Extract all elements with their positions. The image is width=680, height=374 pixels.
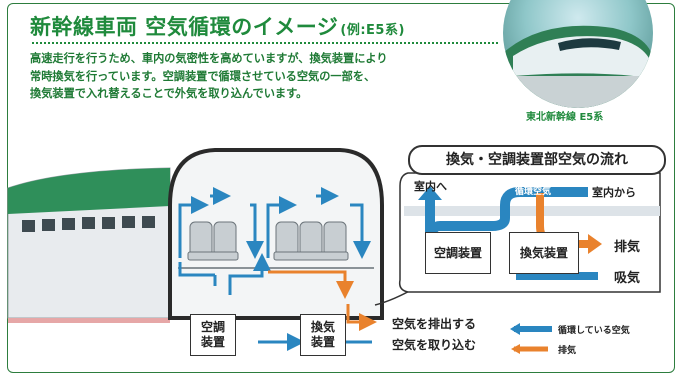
legend-circulating-label: 循環している空気	[558, 326, 630, 336]
flow-detail-title: 換気・空調装置部空気の流れ	[408, 145, 666, 175]
title-main: 新幹線車両 空気循環のイメージ	[30, 15, 339, 39]
page-title: 新幹線車両 空気循環のイメージ(例:E5系)	[30, 11, 405, 41]
circulating-air-label: 循環空気	[515, 187, 552, 197]
description: 高速走行を行うため、車内の気密性を高めていますが、換気装置により 常時換気を行っ…	[30, 50, 500, 103]
title-subtitle: (例:E5系)	[340, 23, 405, 38]
title-divider	[32, 42, 498, 44]
cabin-exhaust-path	[268, 270, 377, 331]
intake-description: 空気を取り込む	[392, 338, 477, 352]
legend-exhaust-label: 排気	[558, 346, 577, 356]
exhaust-description: 空気を排出する	[392, 317, 477, 331]
cabin-air-loops	[178, 187, 371, 351]
description-line-3: 換気装置で入れ替えることで外気を取り込んでいます。	[30, 87, 308, 100]
intake-label: 吸気	[614, 271, 641, 286]
to-cabin-label: 室内へ	[414, 180, 447, 193]
flow-ventilation-unit: 換気装置	[509, 232, 579, 274]
description-line-2: 常時換気を行っています。空調装置で循環させている空気の一部を、	[30, 69, 376, 83]
cabin-aircon-unit: 空調 装置	[190, 314, 236, 356]
seats	[187, 221, 349, 261]
legend-arrows	[510, 323, 552, 354]
description-line-1: 高速走行を行うため、車内の気密性を高めていますが、換気装置により	[30, 52, 388, 65]
exhaust-label: 排気	[614, 240, 641, 255]
train-side-body	[7, 167, 171, 323]
cabin-ventilation-unit: 換気 装置	[300, 314, 346, 356]
from-cabin-label: 室内から	[592, 186, 636, 199]
photo-caption: 東北新幹線 E5系	[526, 112, 604, 123]
flow-aircon-unit: 空調装置	[425, 232, 491, 274]
